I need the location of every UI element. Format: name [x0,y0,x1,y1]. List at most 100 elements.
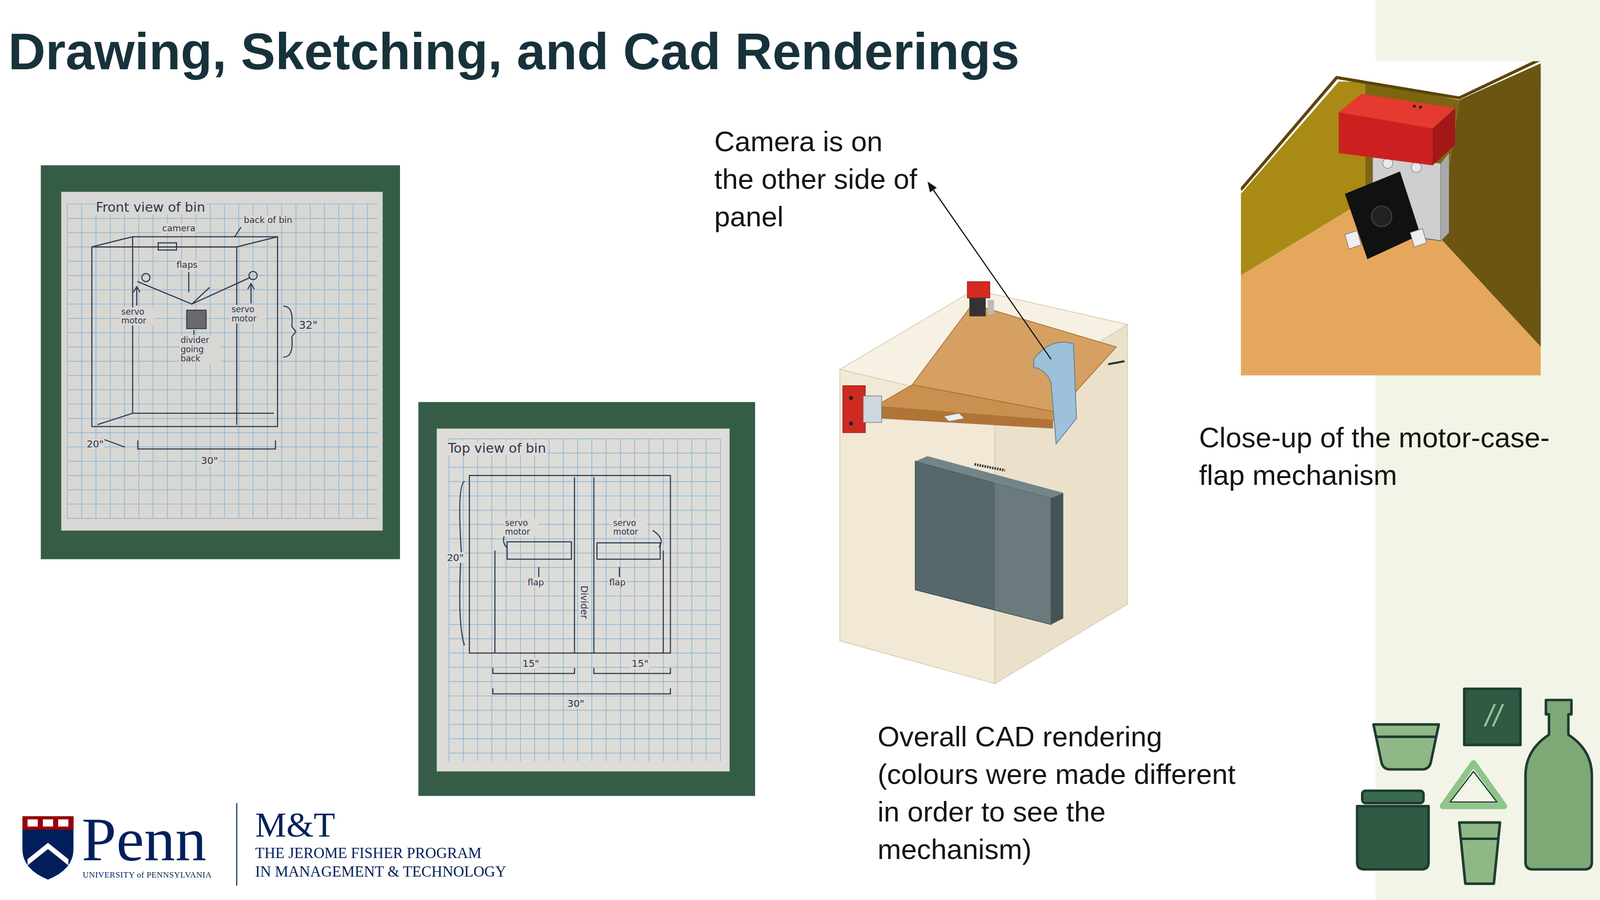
recycling-icons [1357,688,1592,884]
paper-grid [448,638,720,640]
penn-shield [27,842,69,866]
part-label: flaps [175,260,199,270]
paper-grid [67,360,378,362]
front-sketch [40,165,400,560]
paper-grid [448,723,720,725]
logo-subtitle: THE JEROME FISHER PROGRAM [255,844,482,862]
recycling-icons [1461,837,1499,840]
pen-strokes [234,227,241,237]
leader-line [933,190,1051,360]
paper-grid [448,481,720,482]
closeup-rendering [1371,206,1392,227]
paper-grid [662,438,664,761]
paper-grid [634,438,635,761]
flap-edge [875,406,1054,429]
part-label: divider going back [179,335,221,363]
pen-strokes [137,277,250,304]
paper-grid [548,438,550,761]
logo-wordmark: Penn [81,808,207,871]
paper-grid [67,375,378,376]
pen-strokes [98,413,274,425]
part-label: servo motor [612,518,647,537]
dimension: 30" [566,698,586,709]
paper-grid [67,332,378,333]
part-label: servo motor [230,304,266,323]
pen-strokes [137,440,276,450]
dimension: 30" [200,455,220,466]
paper-grid [448,438,450,761]
pen-strokes [133,286,140,292]
closeup-rendering [1411,162,1422,173]
paper-grid [620,438,621,761]
leader-arrowhead [927,181,937,193]
closeup-rendering [1240,61,1541,376]
paper-grid [448,623,720,625]
pen-strokes [574,477,576,654]
closeup-rendering [1338,112,1433,166]
recycling-icons [1373,724,1440,770]
closeup-rendering [1410,228,1427,248]
recycling-icons [1375,735,1438,739]
paper-grid [448,438,720,761]
part-label: servo motor [120,307,156,326]
photo-frame [418,401,756,796]
part-label: flap [526,577,545,588]
recycling-icons [1525,700,1592,870]
pen-strokes [91,236,278,427]
pen-strokes [619,567,620,577]
servo-motor [848,396,853,400]
paper-grid [448,523,720,525]
paper-grid [605,438,607,761]
paper-grid [448,566,720,568]
bolt [974,464,1006,471]
paper-grid [67,432,378,433]
paper-grid [677,438,678,761]
camera-panel [995,476,1052,625]
paper-grid [448,752,720,754]
part-label: Divider [579,584,590,620]
pen-strokes [193,330,195,335]
logo-wordmark: M&T [255,807,336,843]
recycling-icons [1362,790,1424,803]
paper-sheet [436,428,730,772]
paper-sheet [61,191,383,531]
pen-strokes [191,287,210,304]
part-label: flap [608,577,627,588]
closeup-rendering [1240,61,1541,376]
paper-grid [448,681,720,682]
pen-strokes [188,272,190,293]
pen-strokes [250,283,252,304]
pen-strokes [653,530,662,547]
pen-strokes [136,287,138,306]
closeup-rendering [1344,171,1421,260]
paper-grid [534,438,535,761]
pen-strokes [507,541,572,560]
paper-grid [720,438,721,761]
paper-grid [448,695,720,697]
photo-frame [40,165,400,560]
dimension: 15" [630,658,650,669]
paper-grid [67,203,378,519]
sketch-heading: Front view of bin [95,200,207,215]
pen-strokes [469,475,671,654]
paper-grid [67,418,378,419]
sketch-heading: Top view of bin [446,440,547,456]
paper-grid [67,303,378,305]
pen-strokes [283,306,297,358]
paper-grid [67,460,378,462]
servo-motor [967,281,990,298]
paper-grid [591,438,593,761]
paper-grid [67,489,378,490]
penn-shield [42,819,54,827]
paper-grid [477,438,478,761]
pen-strokes [494,551,496,654]
recycling-icons [1459,822,1500,884]
logo-divider [236,802,238,886]
pen-strokes [236,246,238,425]
paper-grid [448,738,720,740]
camera-panel [1051,492,1064,625]
paper-grid [67,446,378,447]
penn-shield [22,816,74,830]
paper-grid [67,518,378,519]
